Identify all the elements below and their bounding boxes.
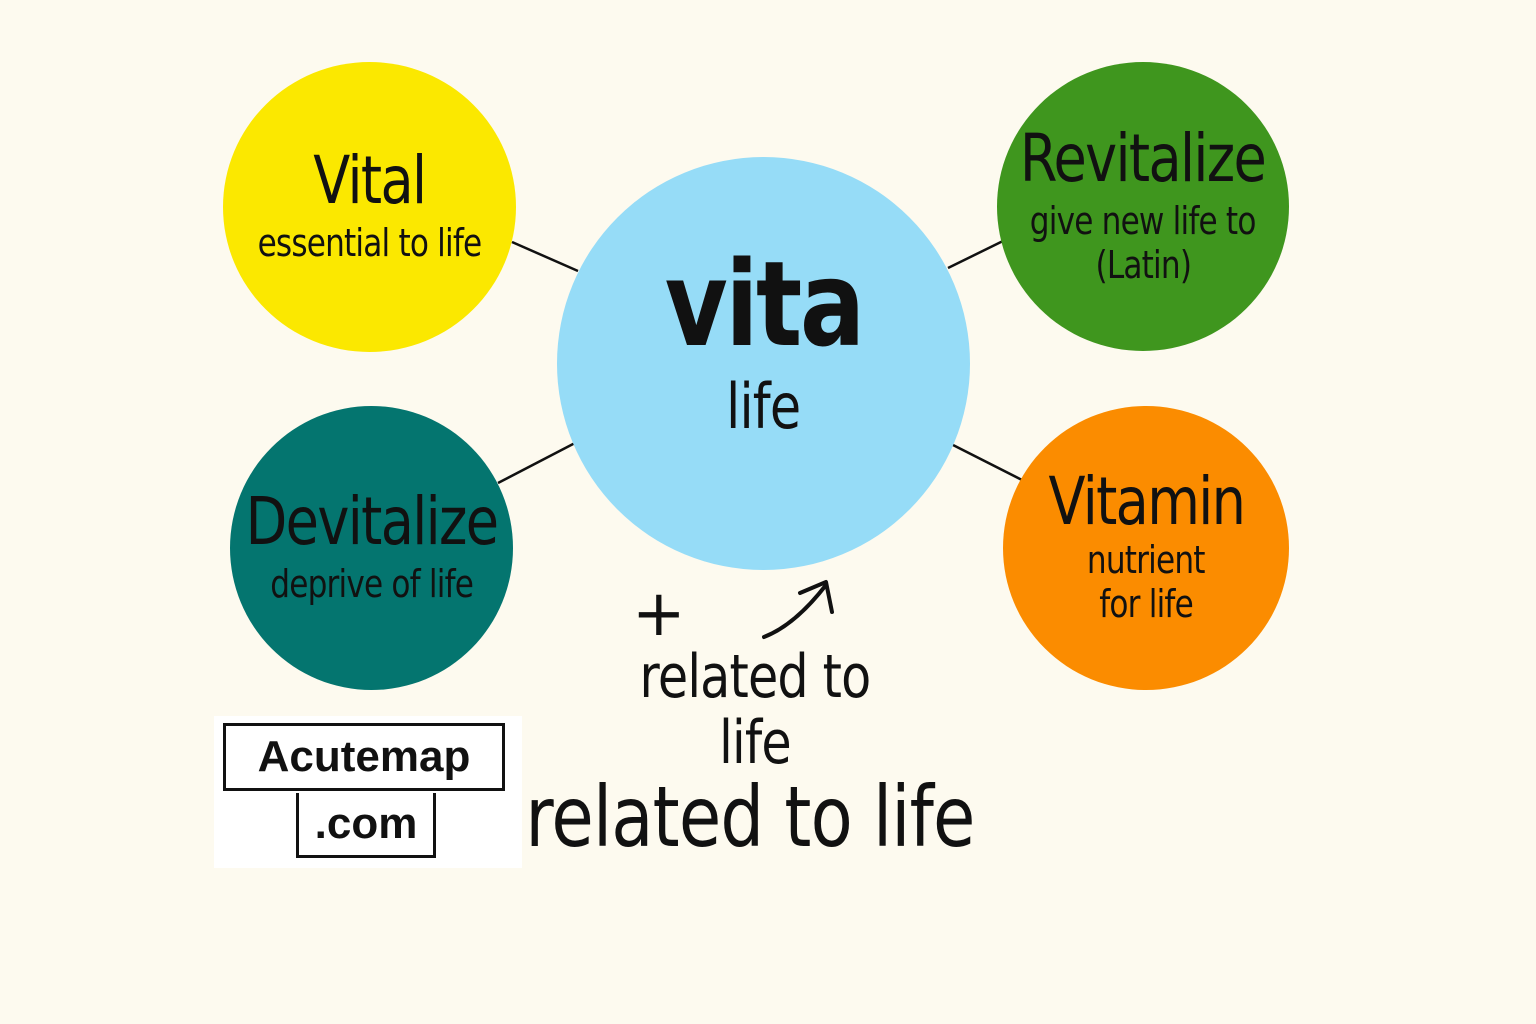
node-meaning: give new life to bbox=[1030, 198, 1257, 243]
node-word: Revitalize bbox=[1020, 119, 1267, 197]
logo-line1: Acutemap bbox=[223, 723, 505, 791]
connector-vitamin bbox=[952, 443, 1023, 482]
arrow-icon bbox=[762, 583, 828, 639]
node-meaning-line2: for life bbox=[1099, 582, 1193, 626]
connector-revitalize bbox=[947, 239, 1004, 270]
node-meaning: deprive of life bbox=[270, 562, 474, 607]
node-meaning-line2: (Latin) bbox=[1095, 242, 1191, 287]
logo: Acutemap .com bbox=[214, 716, 522, 868]
node-vitamin: Vitamin nutrient for life bbox=[1003, 406, 1289, 690]
node-meaning: essential to life bbox=[257, 221, 483, 266]
plus-icon: + bbox=[632, 577, 686, 651]
arrow-head-icon bbox=[798, 580, 834, 614]
node-word: Vital bbox=[313, 142, 427, 220]
logo-line2: .com bbox=[296, 793, 436, 858]
root-word: vita bbox=[664, 234, 865, 373]
node-vital: Vital essential to life bbox=[223, 62, 516, 352]
node-word: Vitamin bbox=[1048, 463, 1245, 541]
related-caption-large: related to life bbox=[525, 768, 975, 866]
related-line2: life bbox=[719, 708, 791, 778]
node-meaning: nutrient bbox=[1087, 538, 1206, 583]
related-caption: related to life bbox=[628, 644, 882, 776]
connector-devitalize bbox=[497, 441, 576, 485]
center-node-vita: vita life bbox=[557, 157, 970, 570]
node-devitalize: Devitalize deprive of life bbox=[230, 406, 513, 690]
root-meaning: life bbox=[726, 369, 801, 443]
node-revitalize: Revitalize give new life to (Latin) bbox=[997, 62, 1289, 351]
related-line1: related to bbox=[639, 642, 872, 712]
node-word: Devitalize bbox=[245, 483, 499, 561]
connector-vital bbox=[511, 240, 579, 273]
